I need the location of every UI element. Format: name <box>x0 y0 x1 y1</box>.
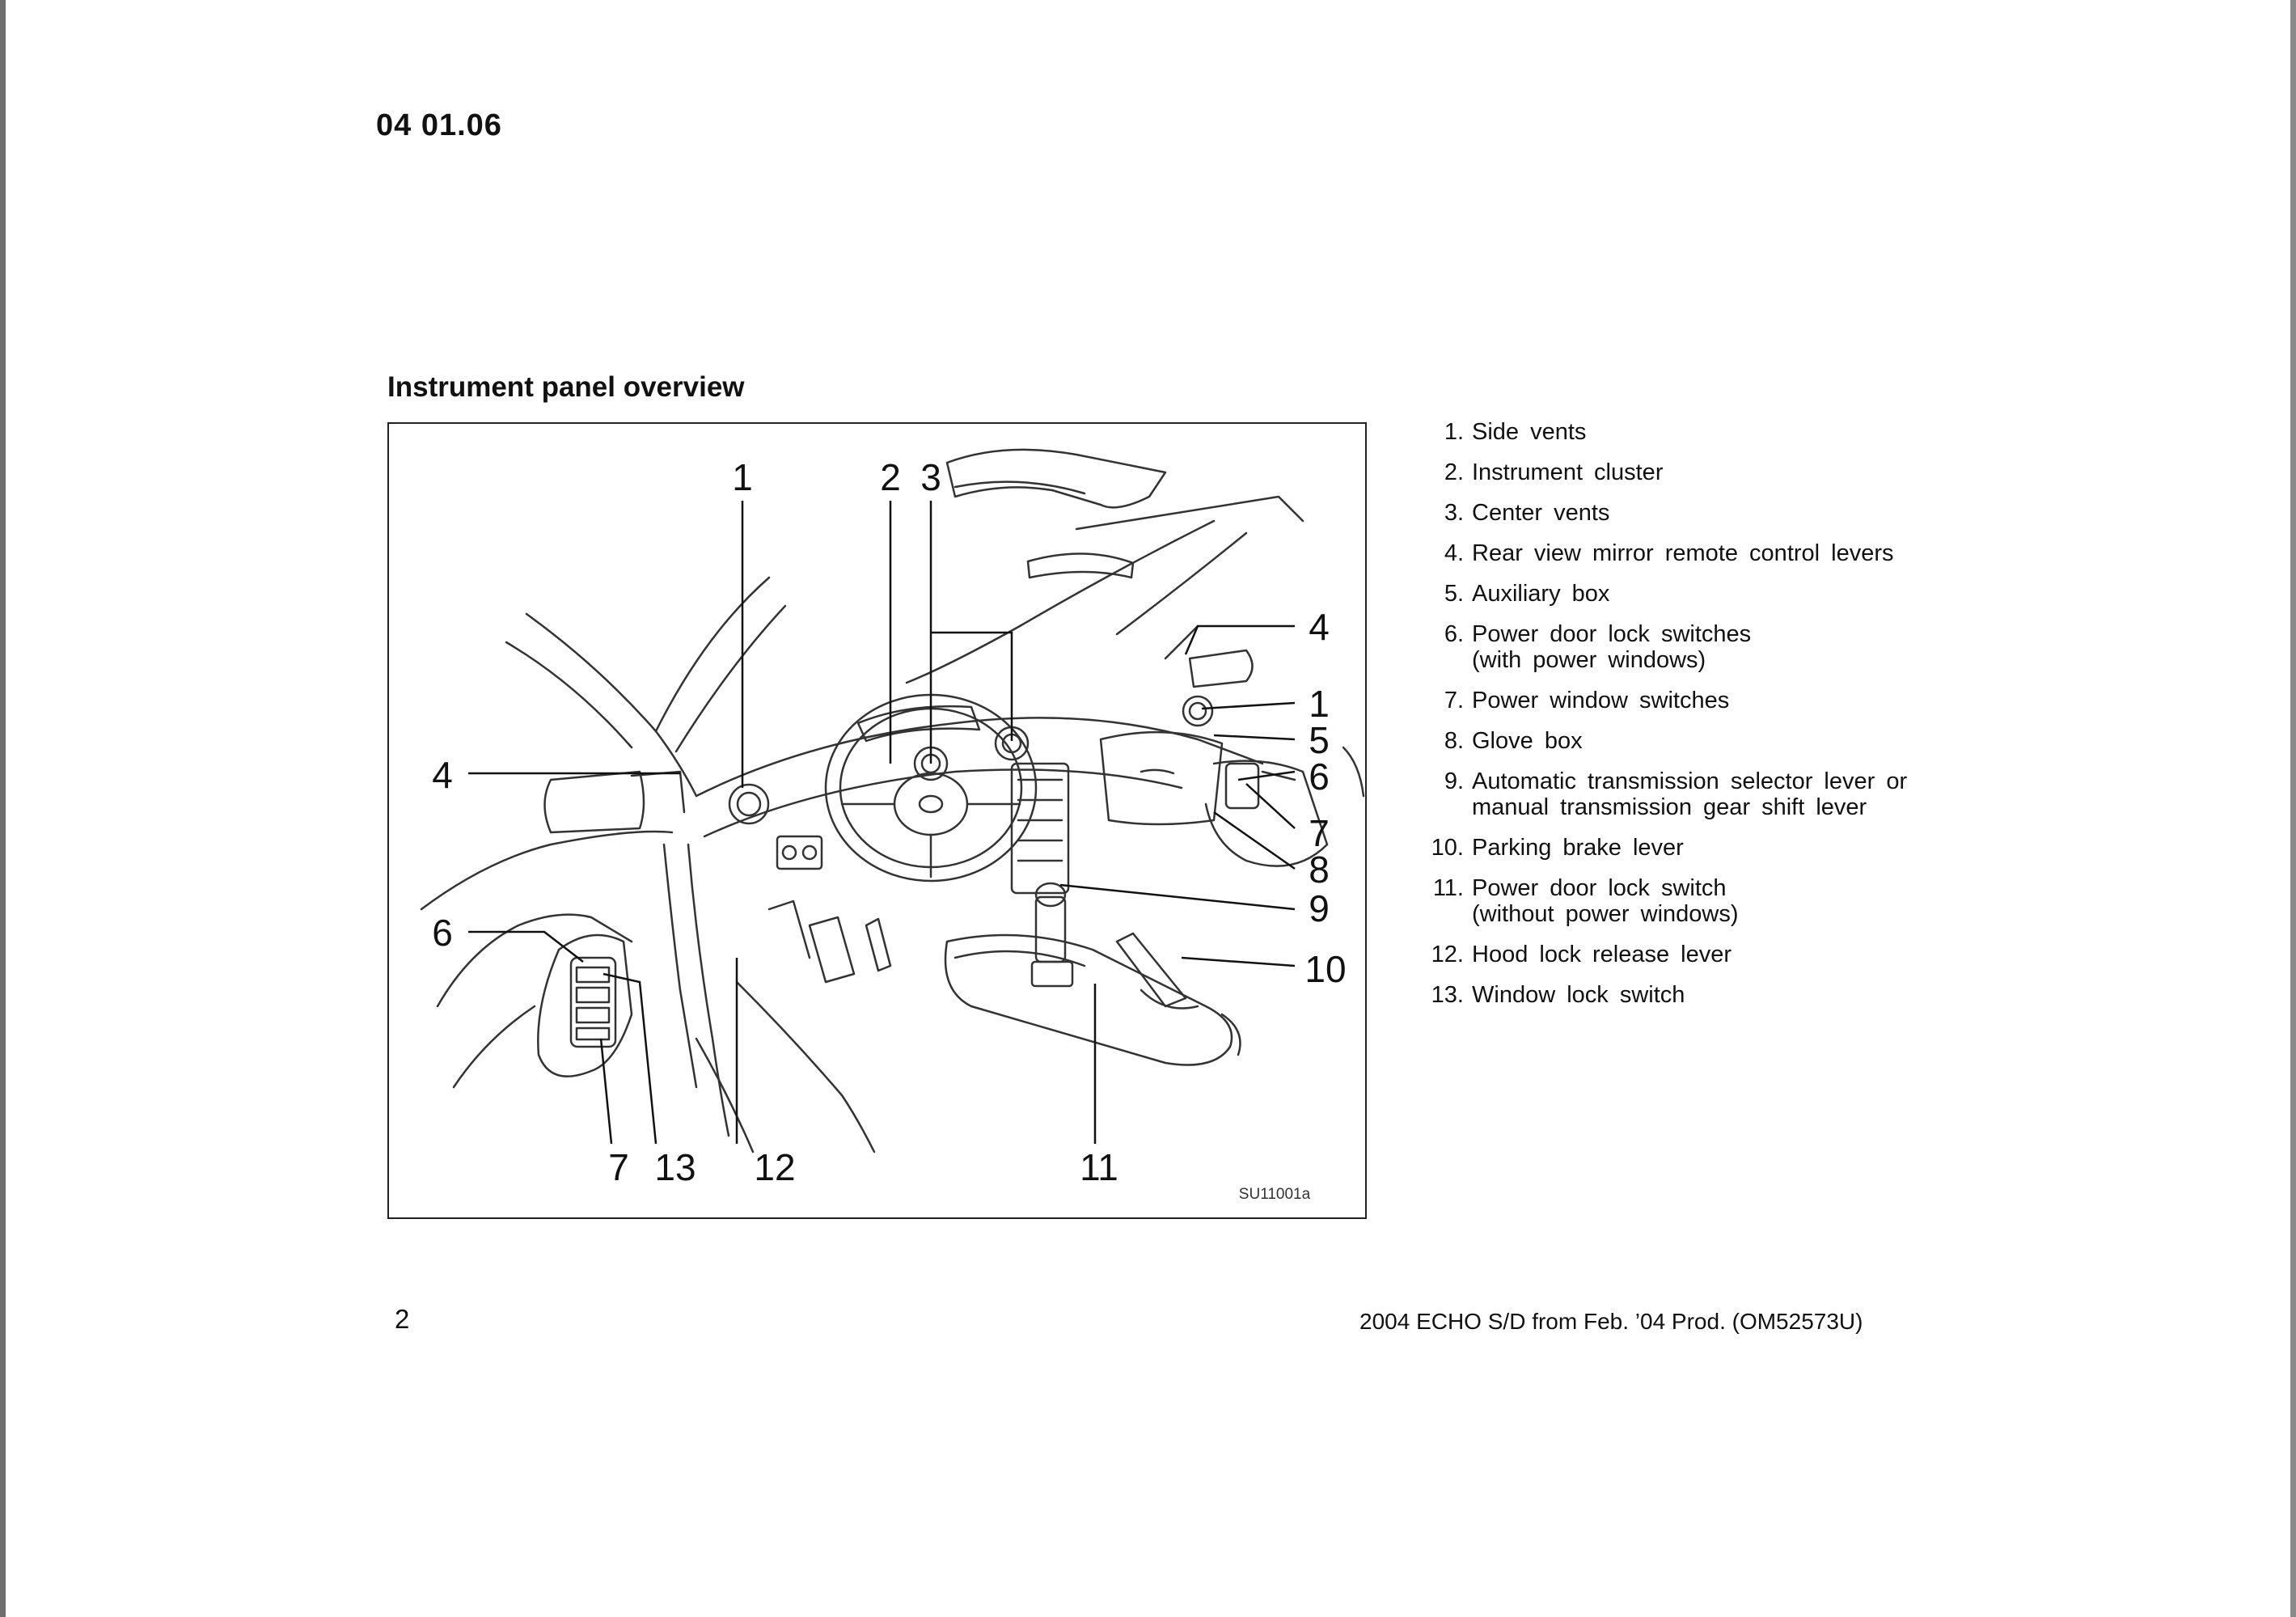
page-number: 2 <box>395 1304 410 1334</box>
callout-4-mirror-control-right: 4 <box>1309 606 1330 648</box>
document-id: 04 01.06 <box>376 108 502 142</box>
callout-3-center-vents: 3 <box>920 456 941 498</box>
callout-2-instrument-cluster: 2 <box>880 456 901 498</box>
callout-12-hood-release: 12 <box>754 1146 795 1188</box>
legend-item: 5. Auxiliary box <box>1423 581 2232 607</box>
legend-number: 4. <box>1444 540 1464 566</box>
legend-number: 7. <box>1444 688 1464 713</box>
legend-item: 8. Glove box <box>1423 728 2232 754</box>
callout-10-parking-brake: 10 <box>1304 948 1346 990</box>
callout-6-door-lock-left: 6 <box>432 912 453 954</box>
section-title: Instrument panel overview <box>387 371 745 403</box>
callout-4-mirror-control-left: 4 <box>432 754 453 796</box>
legend-text-continued: manual transmission gear shift lever <box>1472 794 1867 820</box>
legend-number: 11. <box>1432 875 1464 901</box>
legend-item: 1. Side vents <box>1423 419 2232 445</box>
legend-text: Rear view mirror remote control levers <box>1472 540 1894 566</box>
legend-text: Power window switches <box>1472 688 1730 713</box>
legend-number: 13. <box>1431 982 1464 1008</box>
legend-text: Parking brake lever <box>1472 835 1684 861</box>
instrument-panel-figure: 1 2 3 4 1 5 6 7 8 9 10 4 6 7 13 12 11 SU… <box>387 422 1367 1219</box>
legend-list: 1. Side vents 2. Instrument cluster 3. Cent… <box>1423 419 2232 1022</box>
legend-number: 8. <box>1444 728 1464 754</box>
legend-number: 5. <box>1444 581 1464 607</box>
callout-13-window-lock: 13 <box>654 1146 696 1188</box>
legend-text-continued: (without power windows) <box>1472 901 1739 927</box>
legend-item: 4. Rear view mirror remote control levers <box>1423 540 2232 566</box>
legend-number: 3. <box>1444 500 1464 526</box>
callout-6-door-lock-right: 6 <box>1309 756 1330 798</box>
legend-item: 11. Power door lock switch(without power … <box>1423 875 2232 927</box>
instrument-panel-illustration: 1 2 3 4 1 5 6 7 8 9 10 4 6 7 13 12 11 SU… <box>420 448 1365 1203</box>
legend-item: 3. Center vents <box>1423 500 2232 526</box>
legend-item: 7. Power window switches <box>1423 688 2232 713</box>
legend-number: 2. <box>1444 459 1464 485</box>
callout-1-side-vent-right: 1 <box>1309 683 1330 725</box>
legend-item: 6. Power door lock switches(with power wi… <box>1423 621 2232 673</box>
legend-number: 6. <box>1444 621 1464 647</box>
legend-text-continued: (with power windows) <box>1472 647 1706 673</box>
legend-item: 13. Window lock switch <box>1423 982 2232 1008</box>
legend-text: Side vents <box>1472 419 1587 445</box>
legend-text: Automatic transmission selector lever or <box>1472 768 1908 794</box>
legend-number: 10. <box>1431 835 1464 861</box>
callout-8-glove-box: 8 <box>1309 849 1330 891</box>
callout-11-door-lock-switch: 11 <box>1080 1146 1118 1188</box>
legend-item: 9. Automatic transmission selector lever … <box>1423 768 2232 820</box>
callout-7-window-switch-right: 7 <box>1309 812 1330 854</box>
legend-number: 12. <box>1431 942 1464 967</box>
page-edge-right <box>2290 0 2296 1617</box>
legend-number: 1. <box>1444 419 1464 445</box>
legend-text: Glove box <box>1472 728 1583 754</box>
car-interior-drawing <box>420 448 1365 1153</box>
figure-code: SU11001a <box>1239 1186 1311 1203</box>
callout-7-window-switch-left: 7 <box>608 1146 629 1188</box>
leader-lines <box>468 501 1296 1145</box>
callout-5-auxiliary-box: 5 <box>1309 719 1330 761</box>
page-edge-left <box>0 0 6 1617</box>
legend-text: Power door lock switch <box>1472 875 1727 901</box>
legend-text: Power door lock switches <box>1472 621 1752 647</box>
callout-9-shift-lever: 9 <box>1309 887 1330 929</box>
legend-item: 10. Parking brake lever <box>1423 835 2232 861</box>
callout-1-side-vent-left: 1 <box>732 456 753 498</box>
legend-item: 2. Instrument cluster <box>1423 459 2232 485</box>
legend-number: 9. <box>1444 768 1464 794</box>
legend-text: Center vents <box>1472 500 1610 526</box>
legend-text: Auxiliary box <box>1472 581 1610 607</box>
legend-text: Window lock switch <box>1472 982 1685 1008</box>
legend-text: Hood lock release lever <box>1472 942 1732 967</box>
legend-text: Instrument cluster <box>1472 459 1664 485</box>
legend-item: 12. Hood lock release lever <box>1423 942 2232 967</box>
footer-publication-note: 2004 ECHO S/D from Feb. ’04 Prod. (OM525… <box>1359 1309 1863 1334</box>
